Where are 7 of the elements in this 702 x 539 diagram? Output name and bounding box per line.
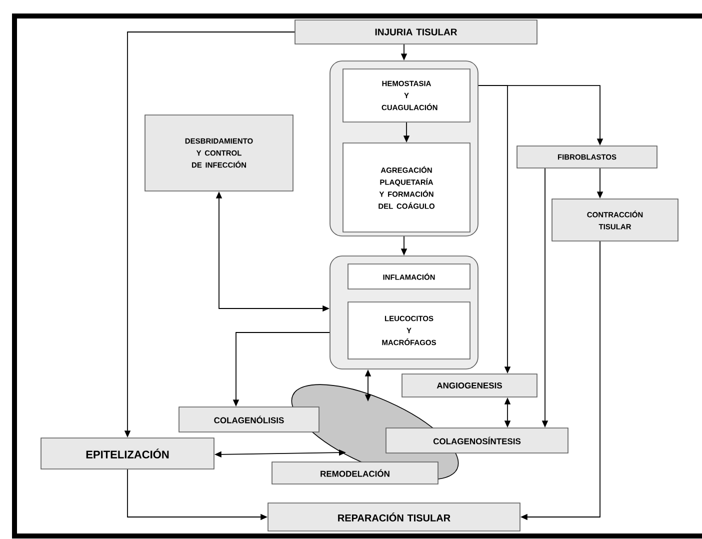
process-box: EPITELIZACIÓN bbox=[40, 438, 214, 470]
process-box: COLAGENOSÍNTESIS bbox=[386, 428, 568, 454]
process-box: COLAGENÓLISIS bbox=[178, 406, 320, 432]
process-box: INJURIA TISULAR bbox=[294, 20, 538, 44]
process-box: REPARACIÓN TISULAR bbox=[268, 502, 520, 532]
process-box: REMODELACIÓN bbox=[272, 462, 438, 484]
process-box: ANGIOGENESIS bbox=[402, 374, 538, 398]
